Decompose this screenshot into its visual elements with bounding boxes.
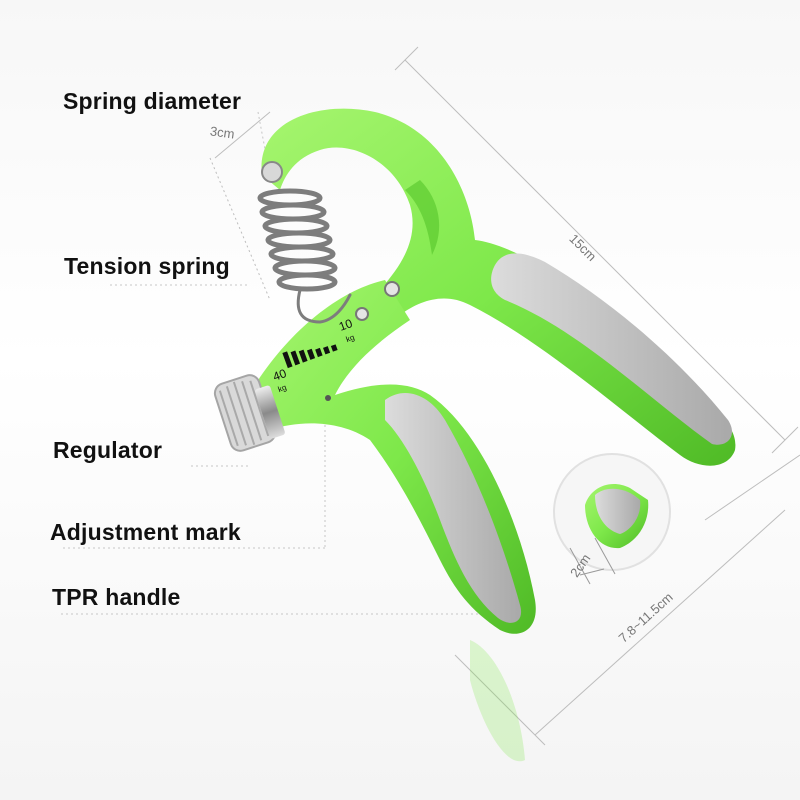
dimension-lines xyxy=(209,46,800,746)
adjustment-scale xyxy=(282,344,338,369)
lower-grip xyxy=(385,392,522,623)
span-dimension-line xyxy=(534,509,786,736)
tension-spring-label: Tension spring xyxy=(64,253,230,279)
tension-spring xyxy=(257,188,352,324)
pivot-rivet xyxy=(384,281,400,297)
adjustment-mark-label: Adjustment mark xyxy=(50,519,241,545)
upper-grip xyxy=(491,253,733,445)
length-dimension-line xyxy=(404,59,786,441)
tpr-handle-label: TPR handle xyxy=(52,584,181,610)
spring-dimension-line xyxy=(214,111,271,159)
leader-lines xyxy=(60,111,478,615)
spring-anchor xyxy=(261,161,283,183)
spring-diameter-label: Spring diameter xyxy=(63,88,242,114)
rivet xyxy=(355,307,369,321)
grip-thickness-inset xyxy=(553,453,671,585)
indicator-dot xyxy=(325,395,331,401)
regulator-knob xyxy=(213,374,285,452)
regulator-label: Regulator xyxy=(53,437,163,463)
spring-dimension-text: 3cm xyxy=(209,123,236,142)
